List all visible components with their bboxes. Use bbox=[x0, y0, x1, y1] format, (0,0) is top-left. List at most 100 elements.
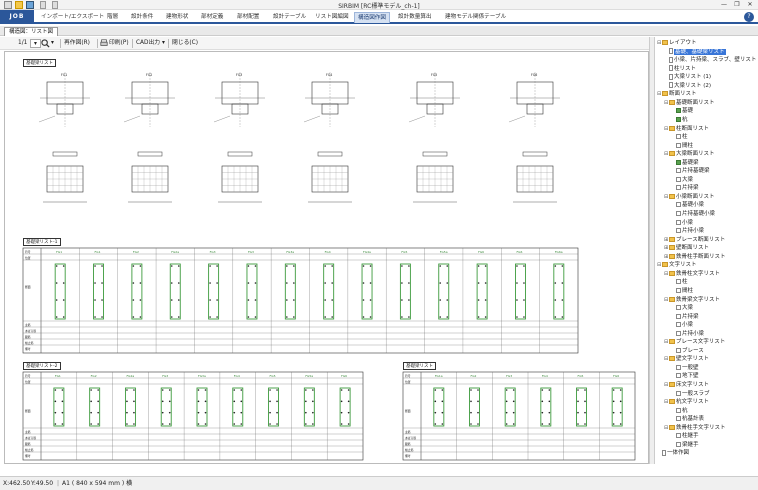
undo-icon[interactable] bbox=[40, 1, 46, 9]
tab-member-definition[interactable]: 部材定義 bbox=[201, 14, 224, 20]
checkbox-icon[interactable] bbox=[676, 433, 681, 439]
checkbox-icon[interactable] bbox=[676, 279, 681, 285]
tree-item[interactable]: ⊟断面リスト bbox=[657, 90, 697, 98]
tree-item[interactable]: ⊟ブレース文字リスト bbox=[664, 338, 725, 346]
redo-icon[interactable] bbox=[52, 1, 58, 9]
tree-item[interactable]: ⊟壁文字リスト bbox=[664, 355, 709, 363]
expand-toggle-icon[interactable]: ⊟ bbox=[664, 193, 669, 200]
tree-item[interactable]: ⊞壁断面リスト bbox=[664, 244, 709, 252]
tab-floors[interactable]: 階層 bbox=[107, 14, 119, 20]
tree-item[interactable]: 地下壁 bbox=[671, 372, 699, 380]
page-dropdown[interactable]: ▾ bbox=[30, 39, 41, 48]
checkbox-icon[interactable] bbox=[676, 142, 681, 148]
checkbox-icon[interactable] bbox=[676, 168, 681, 174]
checkbox-icon[interactable] bbox=[676, 416, 681, 422]
tree-item[interactable]: 小梁 bbox=[671, 219, 693, 227]
tab-quantity[interactable]: 設計数量算出 bbox=[398, 14, 432, 20]
print-icon[interactable] bbox=[100, 39, 108, 48]
tab-design-conditions[interactable]: 設計条件 bbox=[131, 14, 154, 20]
tree-item[interactable]: ⊟小梁断面リスト bbox=[664, 193, 715, 201]
tree-item[interactable]: 小梁 bbox=[671, 321, 693, 329]
expand-toggle-icon[interactable]: ⊟ bbox=[664, 99, 669, 106]
tree-item[interactable]: ブレース bbox=[671, 347, 704, 355]
tab-structural-drawing[interactable]: 構造図作図 bbox=[354, 12, 390, 23]
tree-item[interactable]: 片持梁 bbox=[671, 184, 699, 192]
regenerate-button[interactable]: 再作図(R) bbox=[64, 40, 90, 46]
checkbox-icon[interactable] bbox=[676, 305, 681, 311]
close-window-button[interactable]: ✕ bbox=[747, 1, 753, 8]
expand-toggle-icon[interactable]: ⊟ bbox=[664, 339, 669, 346]
checkbox-icon[interactable] bbox=[676, 364, 681, 370]
checkbox-icon[interactable] bbox=[676, 185, 681, 191]
checkbox-icon[interactable] bbox=[676, 219, 681, 225]
expand-toggle-icon[interactable]: ⊟ bbox=[657, 262, 662, 269]
tree-item[interactable]: 基礎、基礎梁リスト bbox=[664, 48, 726, 56]
close-drawing-button[interactable]: 閉じる(C) bbox=[172, 40, 198, 46]
tree-item[interactable]: ⊟基礎断面リスト bbox=[664, 99, 715, 107]
save-icon[interactable] bbox=[26, 1, 34, 9]
tree-item[interactable]: 片持小梁 bbox=[671, 330, 704, 338]
checkbox-icon[interactable] bbox=[676, 228, 681, 234]
tree-item[interactable]: 杭 bbox=[671, 116, 688, 124]
tree-item[interactable]: ⊟杭文字リスト bbox=[664, 398, 709, 406]
tree-item[interactable]: 片持梁 bbox=[671, 313, 699, 321]
expand-toggle-icon[interactable]: ⊟ bbox=[657, 91, 662, 98]
expand-toggle-icon[interactable]: ⊞ bbox=[664, 253, 669, 260]
checkbox-icon[interactable] bbox=[676, 330, 681, 336]
tree-item[interactable]: ⊟鉄骨柱手文字リスト bbox=[664, 424, 726, 432]
expand-toggle-icon[interactable]: ⊟ bbox=[664, 382, 669, 388]
tab-model-tables[interactable]: 建物モデル関係テーブル bbox=[445, 14, 507, 20]
checkbox-icon[interactable] bbox=[676, 373, 681, 379]
tree-item[interactable]: 間柱 bbox=[671, 142, 693, 150]
checkbox-icon[interactable] bbox=[676, 108, 681, 114]
tree-item[interactable]: 大梁 bbox=[671, 304, 693, 312]
tree-item[interactable]: 片持基礎梁 bbox=[671, 167, 710, 175]
checkbox-icon[interactable] bbox=[676, 407, 681, 413]
checkbox-icon[interactable] bbox=[676, 287, 681, 293]
tree-item[interactable]: 杭基計表 bbox=[671, 415, 704, 423]
document-tab[interactable]: 構造図：リスト図 bbox=[4, 27, 59, 36]
checkbox-icon[interactable] bbox=[676, 313, 681, 319]
tree-item[interactable]: 梁継手 bbox=[671, 441, 699, 449]
cad-output-button[interactable]: CAD出力 bbox=[136, 40, 161, 46]
checkbox-icon[interactable] bbox=[676, 176, 681, 182]
maximize-button[interactable]: ❐ bbox=[734, 1, 740, 8]
tree-item[interactable]: ⊟文字リスト bbox=[657, 261, 697, 269]
print-button[interactable]: 印刷(P) bbox=[109, 40, 129, 46]
checkbox-icon[interactable] bbox=[676, 441, 681, 447]
tree-item[interactable]: 柱リスト bbox=[664, 65, 696, 73]
expand-toggle-icon[interactable]: ⊟ bbox=[664, 151, 669, 158]
minimize-button[interactable]: — bbox=[721, 1, 727, 8]
help-icon[interactable]: ? bbox=[744, 12, 754, 22]
expand-toggle-icon[interactable]: ⊟ bbox=[664, 296, 669, 303]
expand-toggle-icon[interactable]: ⊟ bbox=[664, 125, 669, 132]
tree-item[interactable]: 柱 bbox=[671, 133, 688, 141]
checkbox-icon[interactable] bbox=[676, 211, 681, 216]
tree-item[interactable]: 柱 bbox=[671, 278, 688, 286]
tree-item[interactable]: 基礎小梁 bbox=[671, 201, 704, 209]
job-button[interactable]: JOB bbox=[0, 10, 34, 24]
magnifier-icon[interactable] bbox=[41, 39, 50, 48]
tree-item[interactable]: ⊟大梁断面リスト bbox=[664, 150, 715, 158]
expand-toggle-icon[interactable]: ⊟ bbox=[664, 424, 669, 431]
tree-item[interactable]: 一体作図 bbox=[657, 449, 689, 457]
checkbox-icon[interactable] bbox=[676, 347, 681, 353]
tree-item[interactable]: 基礎 bbox=[671, 107, 693, 115]
checkbox-icon[interactable] bbox=[676, 390, 681, 396]
expand-toggle-icon[interactable]: ⊟ bbox=[657, 40, 662, 46]
tree-item[interactable]: ⊟鉄骨梁文字リスト bbox=[664, 296, 720, 304]
checkbox-icon[interactable] bbox=[676, 322, 681, 328]
tree-item[interactable]: 基礎梁 bbox=[671, 159, 699, 167]
checkbox-icon[interactable] bbox=[676, 116, 681, 122]
tree-item[interactable]: ⊟床文字リスト bbox=[664, 381, 709, 389]
tab-member-placement[interactable]: 部材配置 bbox=[237, 14, 260, 20]
tree-item[interactable]: 大梁リスト (1) bbox=[664, 73, 711, 81]
tree-item[interactable]: 一般スラブ bbox=[671, 390, 710, 398]
panel-splitter[interactable] bbox=[649, 37, 655, 464]
tree-item[interactable]: ⊞鉄骨柱手断面リスト bbox=[664, 253, 726, 261]
tree-item[interactable]: ⊟レイアウト bbox=[657, 39, 697, 47]
tab-list-drawing[interactable]: リスト図編図 bbox=[315, 14, 349, 20]
tree-item[interactable]: 大梁 bbox=[671, 176, 693, 184]
tree-item[interactable]: 柱継手 bbox=[671, 432, 699, 440]
